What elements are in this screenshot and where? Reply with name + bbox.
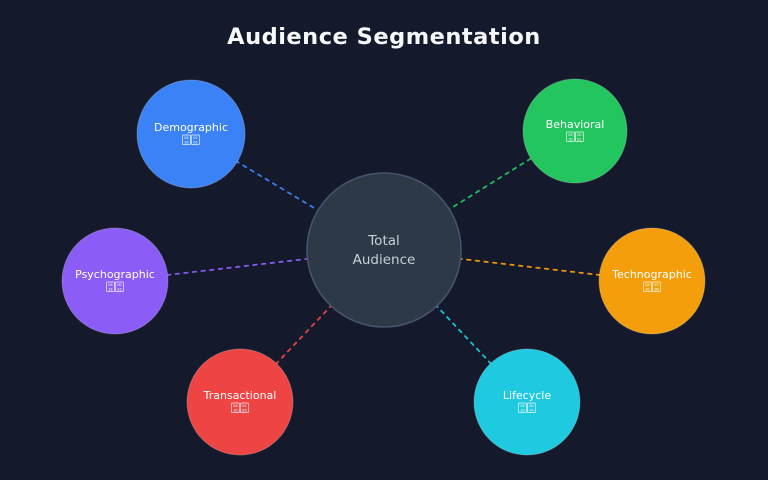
computer-mouse-icon: D8 3D DD B1 bbox=[566, 131, 584, 142]
node-lifecycle: Lifecycle D8 3D DD 04 bbox=[473, 348, 581, 456]
svg-text:DC: DC bbox=[242, 404, 246, 408]
psychographic-circle bbox=[61, 227, 169, 335]
hub-circle bbox=[306, 172, 462, 328]
svg-text:D8: D8 bbox=[184, 136, 188, 140]
svg-text:3D: 3D bbox=[645, 287, 649, 291]
transactional-circle bbox=[186, 348, 294, 456]
svg-text:DC: DC bbox=[193, 136, 197, 140]
svg-text:DD: DD bbox=[529, 404, 533, 408]
brain-icon: D8 3E DD E0 bbox=[106, 281, 124, 292]
node-transactional: Transactional D8 3D DC B3 bbox=[186, 348, 294, 456]
demographic-label: Demographic bbox=[154, 121, 228, 134]
svg-text:D8: D8 bbox=[568, 133, 572, 137]
svg-text:BB: BB bbox=[654, 287, 658, 291]
technographic-circle bbox=[598, 227, 706, 335]
hub-total-audience: Total Audience bbox=[306, 172, 462, 328]
svg-text:3D: 3D bbox=[520, 408, 524, 412]
svg-text:3D: 3D bbox=[184, 140, 188, 144]
node-behavioral: Behavioral D8 3D DD B1 bbox=[522, 78, 628, 184]
svg-text:04: 04 bbox=[529, 408, 533, 412]
counterclockwise-arrows-icon: D8 3D DD 04 bbox=[518, 402, 536, 413]
credit-card-icon: D8 3D DC B3 bbox=[231, 402, 249, 413]
hub-label-line2: Audience bbox=[353, 252, 416, 268]
demographic-circle bbox=[136, 79, 246, 189]
svg-text:D8: D8 bbox=[520, 404, 524, 408]
node-demographic: Demographic D8 3D DC 65 bbox=[136, 79, 246, 189]
technographic-label: Technographic bbox=[611, 268, 692, 281]
svg-text:3D: 3D bbox=[233, 408, 237, 412]
svg-text:65: 65 bbox=[193, 140, 197, 144]
lifecycle-label: Lifecycle bbox=[503, 389, 551, 402]
hub-label-line1: Total bbox=[367, 233, 400, 249]
lifecycle-circle bbox=[473, 348, 581, 456]
behavioral-label: Behavioral bbox=[546, 118, 605, 131]
svg-text:D8: D8 bbox=[233, 404, 237, 408]
node-psychographic: Psychographic D8 3E DD E0 bbox=[61, 227, 169, 335]
svg-text:B1: B1 bbox=[577, 137, 581, 141]
busts-in-silhouette-icon: D8 3D DC 65 bbox=[182, 134, 200, 145]
svg-text:DD: DD bbox=[577, 133, 581, 137]
svg-text:3E: 3E bbox=[108, 287, 112, 291]
svg-text:E0: E0 bbox=[117, 287, 121, 291]
laptop-icon: D8 3D DC BB bbox=[643, 281, 661, 292]
svg-text:D8: D8 bbox=[645, 283, 649, 287]
page-title: Audience Segmentation bbox=[227, 24, 541, 50]
transactional-label: Transactional bbox=[203, 389, 277, 402]
svg-text:DC: DC bbox=[654, 283, 658, 287]
svg-text:D8: D8 bbox=[108, 283, 112, 287]
svg-text:B3: B3 bbox=[242, 408, 246, 412]
psychographic-label: Psychographic bbox=[75, 268, 155, 281]
node-technographic: Technographic D8 3D DC BB bbox=[598, 227, 706, 335]
behavioral-circle bbox=[522, 78, 628, 184]
svg-text:3D: 3D bbox=[568, 137, 572, 141]
svg-text:DD: DD bbox=[117, 283, 121, 287]
